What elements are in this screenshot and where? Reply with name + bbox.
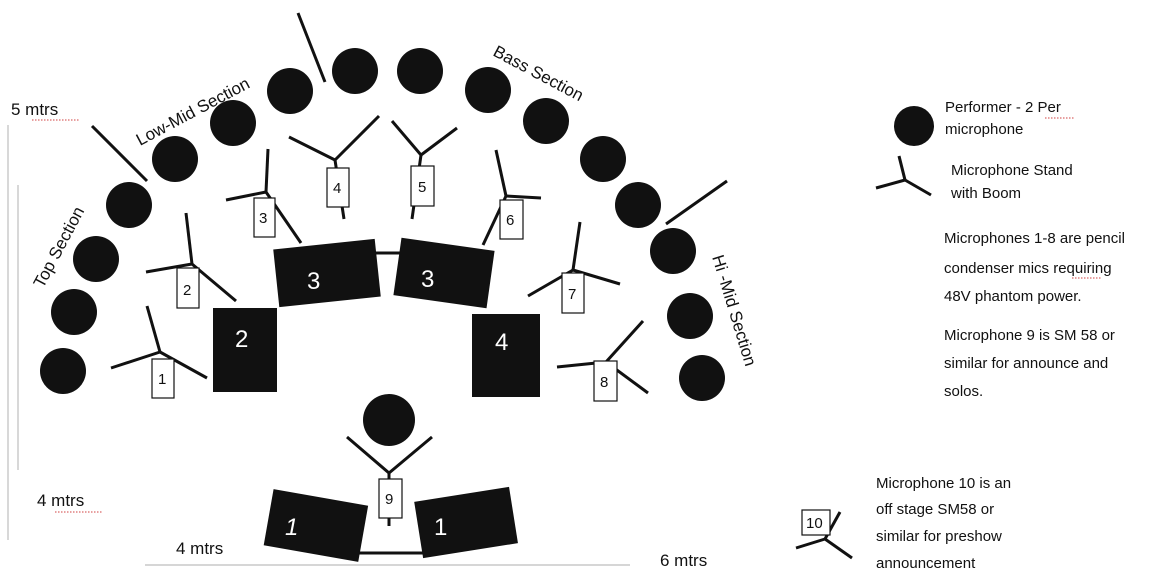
performer-circle: [465, 67, 511, 113]
performer-circle: [679, 355, 725, 401]
section-divider: [296, 12, 327, 83]
mic-tag-box: [151, 358, 175, 399]
legend-stand-icon: [875, 155, 932, 197]
box-3-right: [393, 237, 495, 309]
mic-tag-number: 4: [333, 180, 341, 197]
note-sm58-line-3: solos.: [944, 383, 983, 400]
box-label: 1: [285, 514, 298, 541]
dimension-label-height-back: 5 mtrs: [11, 100, 58, 119]
dimension-label-stage-width: 6 mtrs: [660, 551, 707, 570]
mic-tag-number: 10: [806, 515, 823, 532]
mic-tag-number: 8: [600, 374, 608, 391]
performer-circle: [51, 289, 97, 335]
performer-circle: [106, 182, 152, 228]
performer-circle: [267, 68, 313, 114]
mic-tag-box: [593, 360, 618, 402]
mic-tag-number: 1: [158, 371, 166, 388]
note-pencil-line-1: Microphones 1-8 are pencil: [944, 230, 1125, 247]
mic-tag-box: [801, 509, 831, 536]
section-label-hi-mid: Hi -Mid Section: [708, 253, 760, 369]
legend-stand-label: Microphone Stand: [951, 162, 1073, 179]
note-offstage-line-1: Microphone 10 is an: [876, 475, 1011, 492]
legend-performer-icon: [894, 106, 934, 146]
performer-circle: [73, 236, 119, 282]
box-1-right: [414, 486, 518, 559]
legend-performer-label: Performer - 2 Per: [945, 99, 1061, 116]
microphone-stand-icon: [110, 305, 208, 380]
legend-stand-label-2: with Boom: [950, 185, 1021, 202]
note-offstage-line-3: similar for preshow: [876, 528, 1002, 545]
mic-tag-number: 3: [259, 210, 267, 227]
dimension-label-height-front: 4 mtrs: [37, 491, 84, 510]
note-sm58-line-1: Microphone 9 is SM 58 or: [944, 327, 1115, 344]
box-4: [472, 314, 540, 397]
mic-tag-number: 7: [568, 286, 576, 303]
note-offstage-line-4: announcement: [876, 555, 976, 572]
box-label: 1: [434, 514, 447, 541]
box-label: 2: [235, 326, 248, 353]
riser-boxes: 2 3 3 4 1 1: [213, 237, 540, 562]
box-label: 3: [307, 268, 320, 295]
performer-circle-soloist: [363, 394, 415, 446]
legend: Performer - 2 Per microphone Microphone …: [875, 99, 1125, 572]
mic-tag-box: [326, 167, 350, 208]
note-pencil-line-2: condenser mics requiring: [944, 260, 1112, 277]
box-label: 3: [421, 266, 434, 293]
mic-tag-box: [410, 165, 435, 207]
mic-tag-number: 9: [385, 491, 393, 508]
mic-tag-box: [378, 478, 403, 519]
mic-tag-number: 6: [506, 212, 514, 229]
microphone-number-tags: 1 2 3 4 5 6 7 8 9 10: [151, 165, 831, 536]
performer-circle: [650, 228, 696, 274]
mic-tag-box: [253, 197, 276, 238]
dimension-label-riser-width: 4 mtrs: [176, 539, 223, 558]
section-divider: [665, 179, 728, 226]
mic-tag-box: [561, 272, 585, 314]
performer-circle: [210, 100, 256, 146]
note-sm58-line-2: similar for announce and: [944, 355, 1108, 372]
box-label: 4: [495, 329, 508, 356]
mic-tag-box: [176, 267, 200, 309]
section-divider: [90, 124, 149, 183]
performer-circle: [40, 348, 86, 394]
performer-circle: [332, 48, 378, 94]
legend-performer-label-2: microphone: [945, 121, 1023, 138]
performer-circle: [615, 182, 661, 228]
performer-circle: [397, 48, 443, 94]
note-offstage-line-2: off stage SM58 or: [876, 501, 994, 518]
performer-circle: [523, 98, 569, 144]
performer-circle: [152, 136, 198, 182]
box-1-left: [263, 489, 369, 562]
box-2: [213, 308, 277, 392]
performer-circles: [40, 48, 725, 446]
mic-tag-number: 5: [418, 179, 426, 196]
mic-tag-box: [499, 199, 524, 240]
box-3-left: [273, 238, 381, 308]
mic-tag-number: 2: [183, 282, 191, 299]
performer-circle: [667, 293, 713, 339]
performer-circle: [580, 136, 626, 182]
note-pencil-line-3: 48V phantom power.: [944, 288, 1082, 305]
